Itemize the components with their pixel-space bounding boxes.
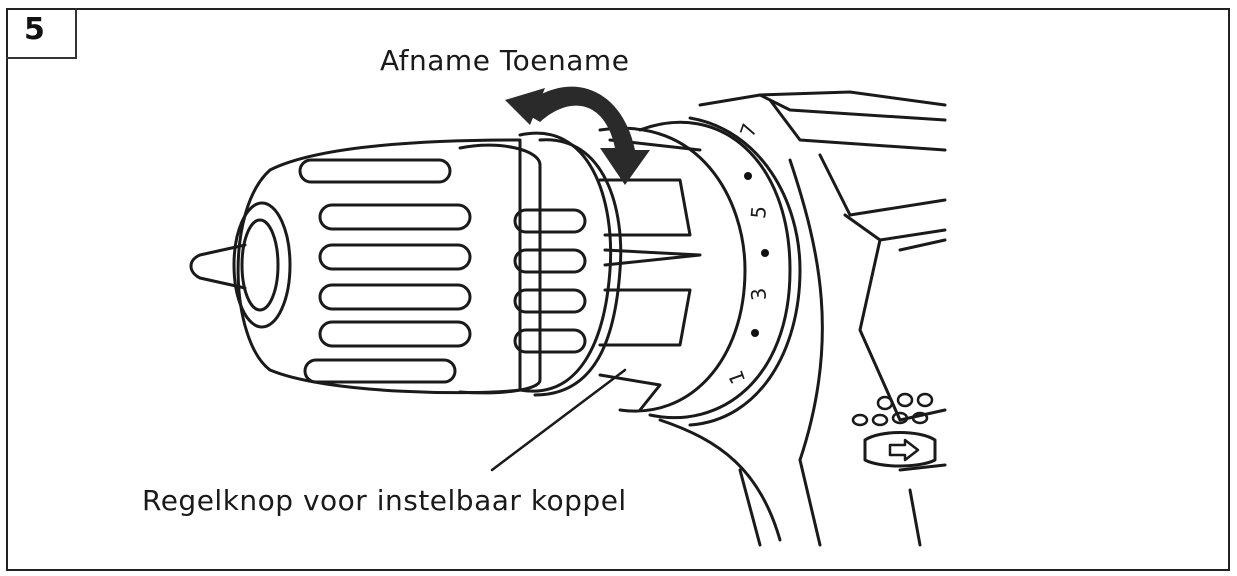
chuck-sleeve — [236, 138, 587, 395]
direction-switch — [863, 431, 937, 468]
torque-mark-3: 3 — [746, 286, 772, 302]
step-number: 5 — [24, 12, 45, 47]
torque-mark-5: 5 — [746, 204, 772, 220]
step-number-box: 5 — [6, 8, 77, 59]
chuck-grooves — [298, 158, 587, 384]
callout-leader-line — [490, 368, 627, 472]
torque-adjustment-callout: Regelknop voor instelbaar koppel — [142, 484, 627, 517]
rotation-arrow-icon — [505, 86, 650, 185]
clutch-ring — [518, 131, 702, 412]
torque-dial-dots — [744, 172, 769, 337]
drill-body — [658, 90, 947, 547]
figure-frame — [6, 8, 1230, 571]
rotation-direction-label: Afname Toename — [380, 44, 630, 77]
grip-bumps — [851, 392, 934, 427]
chuck-nose — [189, 201, 292, 329]
torque-collar — [598, 116, 802, 427]
